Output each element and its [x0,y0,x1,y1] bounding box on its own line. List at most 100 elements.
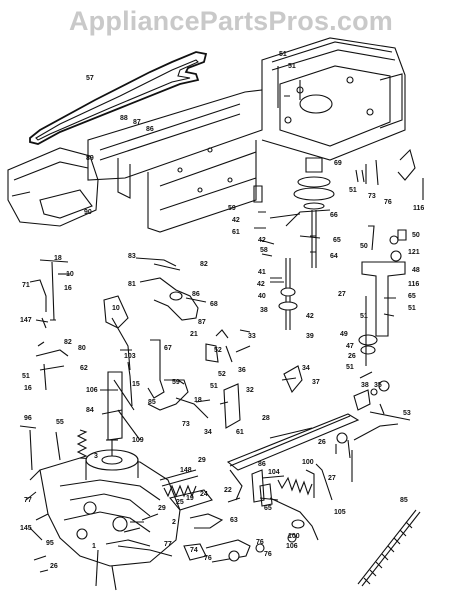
callout-42b: 42 [258,237,266,244]
callout-76d: 76 [264,551,272,558]
callout-24: 24 [200,491,208,498]
callout-48: 48 [412,267,420,274]
callout-21: 21 [190,331,198,338]
callout-57: 57 [86,75,94,82]
callout-2: 2 [172,519,176,526]
callout-32: 32 [246,387,254,394]
lower-center-springs [141,469,213,521]
callout-116b: 116 [408,281,419,288]
callout-86: 86 [146,126,154,133]
callout-74: 74 [190,547,198,554]
callout-18b: 18 [194,397,202,404]
tension-arm-assembly [358,235,411,421]
callout-50: 50 [412,232,420,239]
callout-100a: 100 [302,459,314,466]
callout-121: 121 [408,249,420,256]
callout-64: 64 [330,253,338,260]
callout-27b: 27 [328,475,336,482]
callout-51a: 51 [279,51,287,58]
shift-linkage [35,349,141,441]
callout-88: 88 [120,115,128,122]
callout-61: 61 [232,229,240,236]
callout-39: 39 [306,333,314,340]
callout-38: 38 [361,382,369,389]
callout-47: 47 [346,343,354,350]
callout-106: 106 [86,387,98,394]
clutch-pulley [106,439,118,456]
drive-belt [29,51,208,145]
callout-26b: 26 [318,439,326,446]
callout-81: 81 [128,281,136,288]
callout-147: 147 [20,317,32,324]
callout-51b: 51 [288,63,296,70]
callout-51c: 51 [349,187,357,194]
callout-26a: 26 [348,353,356,360]
callout-55: 55 [56,419,64,426]
callout-10b: 10 [112,305,120,312]
callout-27a: 27 [338,291,346,298]
callout-51h: 51 [210,383,218,390]
callout-16a: 16 [64,285,72,292]
callout-96: 96 [24,415,32,422]
callout-95: 95 [46,540,54,547]
callout-40: 40 [258,293,266,300]
callout-63: 63 [230,517,238,524]
callout-145: 145 [20,525,32,532]
callout-69: 69 [334,160,342,167]
callout-41: 41 [258,269,266,276]
callout-86c: 86 [258,461,266,468]
callout-100b: 100 [288,533,300,540]
callout-15: 15 [132,381,140,388]
transaxle-assembly [25,449,181,591]
callout-42d: 42 [306,313,314,320]
callout-59b: 59 [172,379,180,386]
callout-42c: 42 [257,281,265,288]
callout-18a: 18 [54,255,62,262]
callout-84: 84 [86,407,94,414]
right-bracket [365,148,424,200]
callout-89: 89 [86,155,94,162]
callout-25: 25 [176,499,184,506]
callout-82b: 82 [64,339,72,346]
lower-right-linkage [227,463,333,543]
callout-35: 35 [374,382,382,389]
callout-76a: 76 [384,199,392,206]
callout-77b: 77 [164,541,172,548]
callout-148: 148 [180,467,192,474]
callout-34a: 34 [204,429,212,436]
bottom-idler-parts [183,513,265,563]
callout-67: 67 [164,345,172,352]
callout-53: 53 [403,410,411,417]
callout-16b: 16 [24,385,32,392]
callout-103: 103 [124,353,136,360]
callout-61b: 61 [236,429,244,436]
callout-116a: 116 [413,205,424,212]
callout-65b: 65 [408,293,416,300]
callout-51f: 51 [346,364,354,371]
callout-85: 85 [148,399,156,406]
callout-105: 105 [334,509,346,516]
callout-62: 62 [80,365,88,372]
callout-10a: 10 [66,271,74,278]
right-mid-hardware [281,365,378,411]
callout-73a: 73 [368,193,376,200]
callout-36: 36 [238,367,246,374]
callout-58: 58 [260,247,268,254]
callout-29b: 29 [158,505,166,512]
center-pivot-linkage [259,235,321,330]
main-frame [87,37,406,233]
callout-49: 49 [340,331,348,338]
callout-71: 71 [22,282,30,289]
callout-76c: 76 [256,539,264,546]
left-lever-linkage [29,259,70,323]
callout-22: 22 [224,487,232,494]
callout-labels: 57 89 90 88 87 86 51 51 69 51 73 76 116 … [20,51,424,570]
center-bracket-group [147,339,251,429]
callout-1: 1 [92,543,96,550]
callout-82: 82 [200,261,208,268]
callout-65c: 65 [264,505,272,512]
callout-77a: 77 [24,497,32,504]
callout-87: 87 [133,119,141,126]
rear-deck [7,147,99,227]
